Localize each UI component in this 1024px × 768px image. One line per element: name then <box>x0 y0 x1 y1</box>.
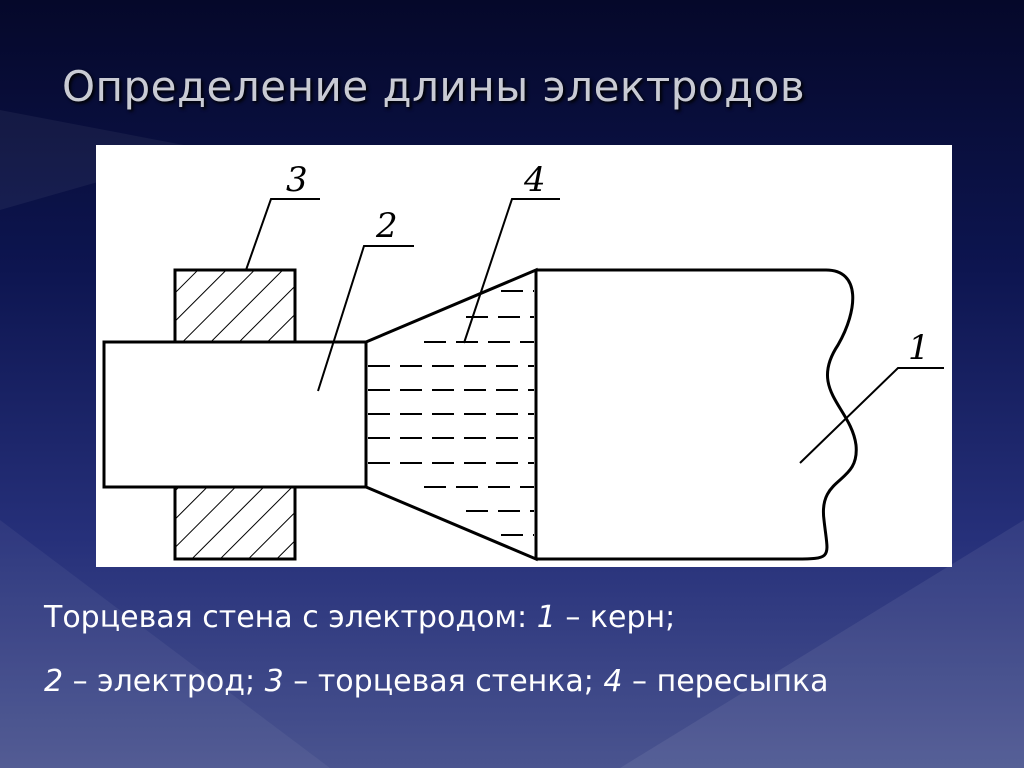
diagram-panel: 3 2 4 1 <box>96 145 952 567</box>
caption-fill-text: – пересыпка <box>622 664 829 699</box>
caption-text: Торцевая стена с электродом: <box>44 600 537 635</box>
label-fill: 4 <box>523 160 546 200</box>
caption-num-2: 2 <box>44 664 64 699</box>
electrode-diagram: 3 2 4 1 <box>102 160 944 562</box>
fill-cone-outline <box>365 267 538 562</box>
end-wall-bottom <box>173 485 297 561</box>
fill-dashes <box>368 290 534 536</box>
caption-end-wall-text: – торцевая стенка; <box>283 664 604 699</box>
caption-line-1: Торцевая стена с электродом: 1 – керн; <box>44 600 675 635</box>
caption-core-text: – керн; <box>555 600 676 635</box>
end-wall-top <box>173 268 297 344</box>
leader-lines <box>245 198 944 464</box>
leader-electrode <box>317 245 414 392</box>
caption-num-4: 4 <box>603 664 623 699</box>
leader-fill <box>463 198 560 344</box>
label-electrode: 2 <box>375 206 398 246</box>
label-end-wall: 3 <box>286 160 308 200</box>
slide-title: Определение длины электродов <box>62 62 806 111</box>
label-core: 1 <box>908 328 930 368</box>
electrode-shape <box>102 340 368 489</box>
leader-core <box>799 367 944 464</box>
caption-num-3: 3 <box>264 664 284 699</box>
caption-electrode-text: – электрод; <box>63 664 265 699</box>
caption-line-2: 2 – электрод; 3 – торцевая стенка; 4 – п… <box>44 664 828 699</box>
core-shape <box>536 268 858 561</box>
leader-end-wall <box>245 198 320 271</box>
caption-num-1: 1 <box>536 600 556 635</box>
